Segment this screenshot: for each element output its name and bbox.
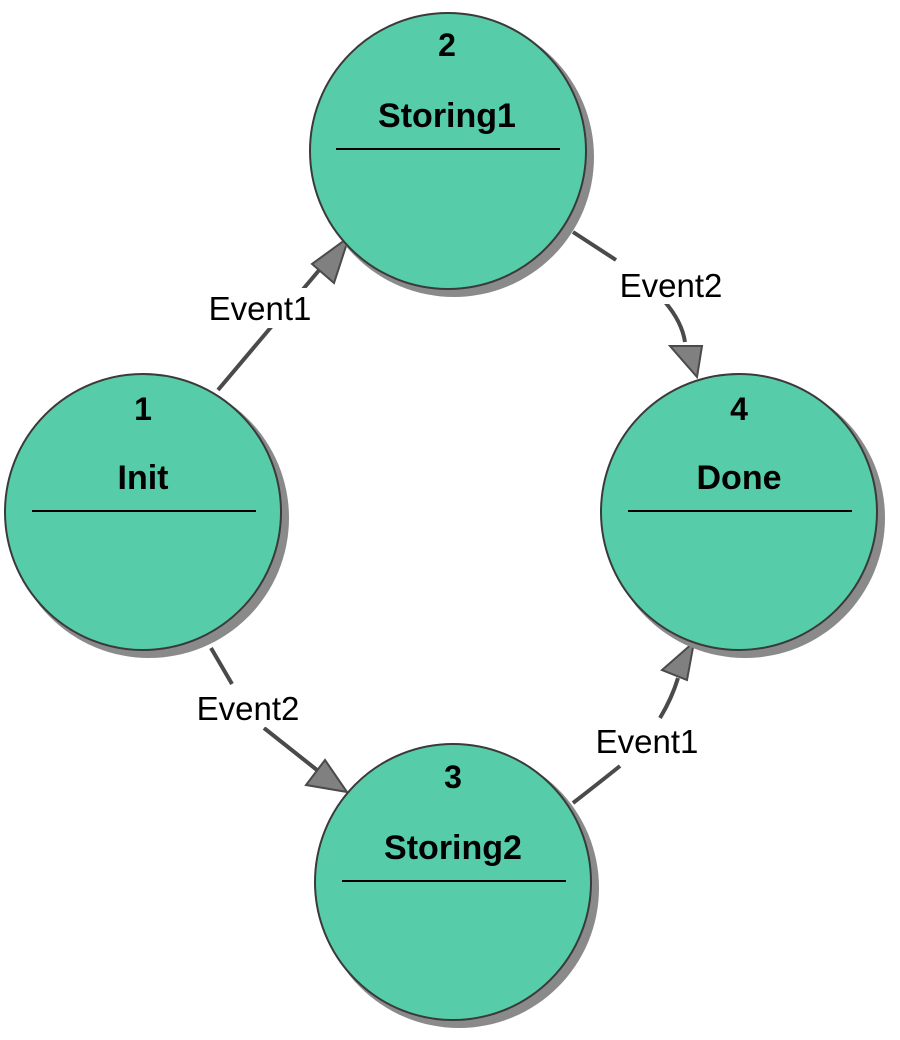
- state-number-storing2: 3: [444, 759, 462, 795]
- transition-label-init-to-storing2: Event2: [197, 690, 300, 727]
- transition-init-to-storing1[interactable]: Event1: [200, 234, 351, 392]
- state-name-storing2: Storing2: [384, 829, 522, 867]
- states: 1 Init 2 Storing1 3 Storing2 4 Done: [4, 12, 885, 1028]
- state-done[interactable]: 4 Done: [600, 373, 885, 658]
- state-number-init: 1: [134, 391, 152, 427]
- state-name-storing1: Storing1: [378, 97, 516, 135]
- state-name-init: Init: [118, 459, 169, 497]
- state-init[interactable]: 1 Init: [4, 373, 289, 658]
- transition-label-init-to-storing1: Event1: [209, 290, 312, 327]
- state-number-done: 4: [730, 391, 748, 427]
- transition-storing2-to-done[interactable]: Event1: [571, 639, 708, 805]
- transition-label-storing1-to-done: Event2: [620, 267, 723, 304]
- transition-label-storing2-to-done: Event1: [596, 723, 699, 760]
- state-storing1[interactable]: 2 Storing1: [309, 12, 594, 297]
- state-name-done: Done: [697, 459, 782, 497]
- transition-storing1-to-done[interactable]: Event2: [571, 230, 732, 380]
- transitions: Event1 Event2 Event2 Event1: [186, 230, 732, 805]
- transition-init-to-storing2[interactable]: Event2: [186, 646, 350, 794]
- state-storing2[interactable]: 3 Storing2: [314, 743, 599, 1028]
- state-number-storing1: 2: [438, 27, 456, 63]
